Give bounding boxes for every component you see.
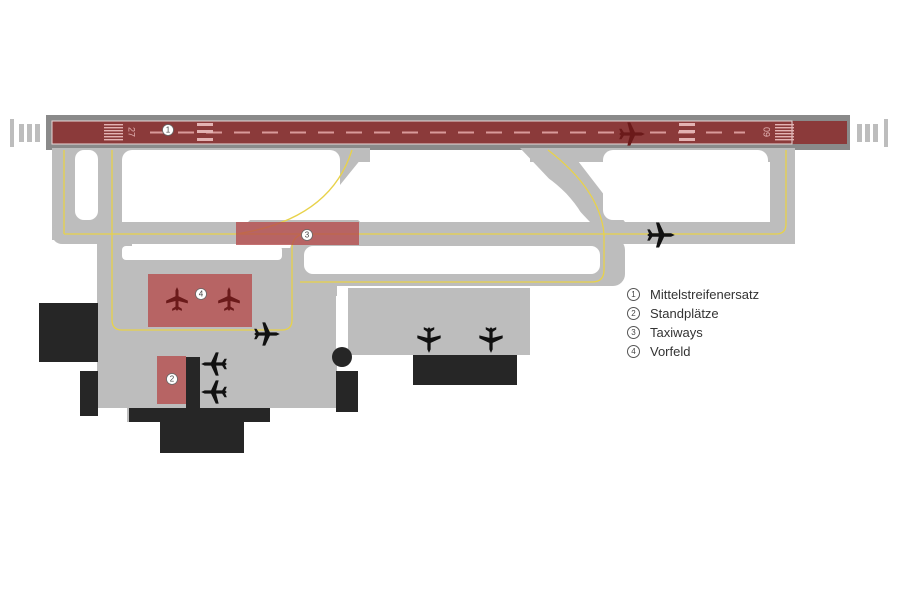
- legend-label: Vorfeld: [650, 344, 691, 359]
- runway-designator-east: 09: [762, 127, 772, 137]
- grass-islands: [75, 150, 768, 356]
- touchdown-markings: [197, 123, 695, 141]
- highlight-taxiway: [236, 222, 359, 245]
- threshold-markings-west: [104, 124, 123, 141]
- buildings: [39, 303, 517, 453]
- legend-number: 1: [627, 288, 640, 301]
- legend-number: 4: [627, 345, 640, 358]
- legend-item-2: 2 Standplätze: [627, 304, 827, 323]
- marker-3: 3: [301, 229, 313, 241]
- svg-text:1: 1: [166, 126, 171, 135]
- marker-2: 2: [166, 373, 178, 385]
- svg-text:3: 3: [305, 231, 310, 240]
- threshold-markings-east: [775, 124, 794, 141]
- legend-item-1: 1 Mittelstreifenersatz: [627, 285, 827, 304]
- legend-number: 3: [627, 326, 640, 339]
- approach-lights-east: [857, 119, 888, 147]
- runway-designator-west: 27: [127, 127, 137, 137]
- legend-label: Taxiways: [650, 325, 703, 340]
- approach-lights-west: [10, 119, 40, 147]
- legend: 1 Mittelstreifenersatz 2 Standplätze 3 T…: [627, 285, 827, 361]
- legend-item-4: 4 Vorfeld: [627, 342, 827, 361]
- legend-number: 2: [627, 307, 640, 320]
- marker-1: 1: [162, 124, 174, 136]
- runway: 27 09: [46, 115, 850, 150]
- svg-text:4: 4: [199, 290, 204, 299]
- marker-4: 4: [195, 288, 207, 300]
- legend-label: Mittelstreifenersatz: [650, 287, 760, 302]
- legend-item-3: 3 Taxiways: [627, 323, 827, 342]
- legend-label: Standplätze: [650, 306, 719, 321]
- svg-text:2: 2: [170, 375, 175, 384]
